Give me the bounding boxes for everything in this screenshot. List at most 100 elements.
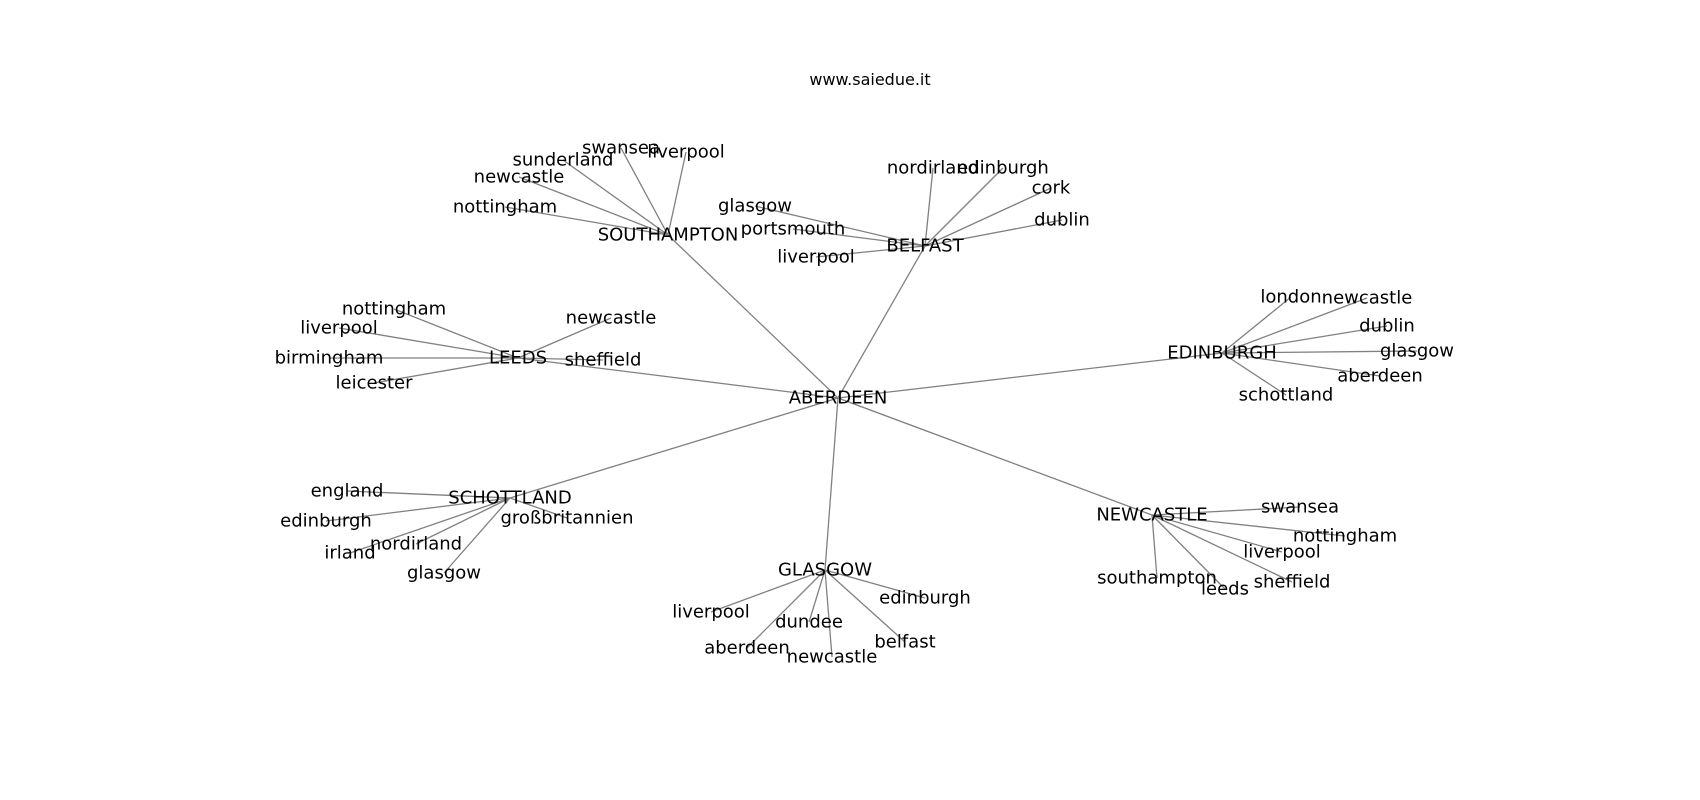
leaf-node-label: sheffield	[1254, 572, 1331, 593]
leaf-node-label: portsmouth	[741, 219, 846, 240]
leaf-node-label: southampton	[1097, 568, 1217, 589]
edge-belfast-edinburgh	[924, 167, 1004, 247]
hub-node-label: SOUTHAMPTON	[598, 225, 739, 246]
edge-southampton-newcastle	[518, 176, 669, 236]
leaf-node-label: großbritannien	[501, 508, 634, 529]
hub-node-label: NEWCASTLE	[1096, 505, 1207, 526]
leaf-node-label: edinburgh	[879, 588, 971, 609]
edge-newcastle-leeds	[1151, 514, 1226, 590]
leaf-node-label: dublin	[1034, 210, 1090, 231]
leaf-node-label: birmingham	[275, 348, 384, 369]
edge-root-glasgow	[824, 397, 839, 571]
leaf-node-label: nottingham	[1293, 526, 1397, 547]
edge-root-newcastle	[837, 397, 1153, 516]
leaf-node-label: liverpool	[777, 247, 855, 268]
leaf-node-label: newcastle	[566, 308, 657, 329]
edge-newcastle-swansea	[1151, 506, 1301, 516]
leaf-node-label: newcastle	[474, 167, 565, 188]
edge-belfast-cork	[924, 187, 1052, 247]
edge-leeds-sheffield	[517, 357, 604, 361]
leaf-node-label: glasgow	[407, 563, 481, 584]
edge-schottland-edinburgh	[325, 497, 511, 522]
leaf-node-label: glasgow	[718, 196, 792, 217]
edge-belfast-portsmouth	[792, 228, 926, 247]
edge-southampton-nottingham	[504, 206, 669, 236]
hub-node-label: SCHOTTLAND	[448, 488, 571, 509]
leaf-node-label: glasgow	[1380, 341, 1454, 362]
edge-schottland-glasgow	[443, 497, 511, 574]
edge-glasgow-belfast	[824, 569, 906, 643]
leaf-node-label: aberdeen	[704, 638, 790, 659]
edge-newcastle-southampton	[1151, 514, 1158, 579]
edge-edinburgh-london	[1221, 296, 1292, 354]
hub-node-label: BELFAST	[886, 236, 964, 257]
edge-edinburgh-glasgow	[1221, 350, 1418, 354]
edge-root-leeds	[517, 357, 839, 399]
edge-edinburgh-dublin	[1221, 325, 1388, 354]
edge-leeds-leicester	[373, 357, 519, 384]
leaf-node-label: schottland	[1239, 385, 1334, 406]
edge-schottland-england	[346, 490, 511, 499]
edge-newcastle-nottingham	[1151, 514, 1346, 537]
leaf-node-label: cork	[1032, 178, 1071, 199]
hub-node-label: GLASGOW	[778, 560, 872, 581]
leaf-node-label: liverpool	[300, 318, 378, 339]
edge-leeds-nottingham	[393, 308, 519, 359]
root-node-label: ABERDEEN	[789, 388, 888, 409]
edge-edinburgh-aberdeen	[1221, 352, 1381, 377]
leaf-node-label: sunderland	[513, 150, 614, 171]
graph-edges	[325, 147, 1418, 658]
hub-node-label: EDINBURGH	[1167, 343, 1277, 364]
leaf-node-label: london	[1260, 287, 1321, 308]
leaf-node-label: liverpool	[1243, 542, 1321, 563]
edge-schottland-großbritannien	[509, 497, 568, 519]
leaf-node-label: liverpool	[647, 142, 725, 163]
edge-leeds-liverpool	[338, 327, 519, 359]
edge-newcastle-sheffield	[1151, 514, 1293, 583]
edge-glasgow-aberdeen	[746, 569, 826, 649]
edge-belfast-dublin	[924, 219, 1063, 247]
leaf-node-label: newcastle	[787, 647, 878, 668]
edge-edinburgh-schottland	[1221, 352, 1287, 396]
edge-schottland-nordirland	[415, 497, 511, 545]
leaf-node-label: sheffield	[565, 350, 642, 371]
graph-labels: ABERDEENSOUTHAMPTONswansealiverpoolsunde…	[275, 138, 1454, 668]
leaf-node-label: belfast	[874, 632, 935, 653]
edge-newcastle-liverpool	[1151, 514, 1283, 553]
edge-glasgow-edinburgh	[824, 569, 926, 599]
leaf-node-label: swansea	[1261, 497, 1339, 518]
leaf-node-label: swansea	[582, 138, 660, 159]
edge-root-southampton	[667, 234, 839, 399]
leaf-node-label: dublin	[1359, 316, 1415, 337]
hub-node-label: LEEDS	[489, 348, 547, 369]
edge-glasgow-dundee	[808, 569, 826, 623]
edge-glasgow-liverpool	[710, 569, 826, 613]
edge-edinburgh-newcastle	[1221, 297, 1368, 354]
edge-belfast-glasgow	[754, 205, 926, 247]
leaf-node-label: edinburgh	[957, 158, 1049, 179]
edge-belfast-nordirland	[924, 167, 934, 247]
leaf-node-label: leicester	[336, 373, 414, 394]
leaf-node-label: aberdeen	[1337, 366, 1423, 387]
edge-southampton-liverpool	[667, 151, 687, 236]
edge-southampton-sunderland	[562, 159, 669, 236]
leaf-node-label: nottingham	[342, 299, 446, 320]
edge-leeds-newcastle	[517, 317, 612, 359]
leaf-node-label: nordirland	[887, 158, 979, 179]
leaf-node-label: dundee	[775, 612, 843, 633]
edge-root-edinburgh	[837, 352, 1223, 399]
leaf-node-label: nordirland	[370, 534, 462, 555]
leaf-node-label: newcastle	[1322, 288, 1413, 309]
leaf-node-label: edinburgh	[280, 511, 372, 532]
edge-root-belfast	[837, 245, 926, 399]
page-title: www.saiedue.it	[809, 70, 931, 89]
edge-root-schottland	[509, 397, 839, 499]
leaf-node-label: irland	[324, 543, 375, 564]
leaf-node-label: leeds	[1201, 579, 1249, 600]
edge-schottland-irland	[349, 497, 511, 554]
edge-belfast-liverpool	[815, 245, 926, 258]
leaf-node-label: liverpool	[672, 602, 750, 623]
leaf-node-label: nottingham	[453, 197, 557, 218]
leaf-node-label: england	[311, 481, 384, 502]
